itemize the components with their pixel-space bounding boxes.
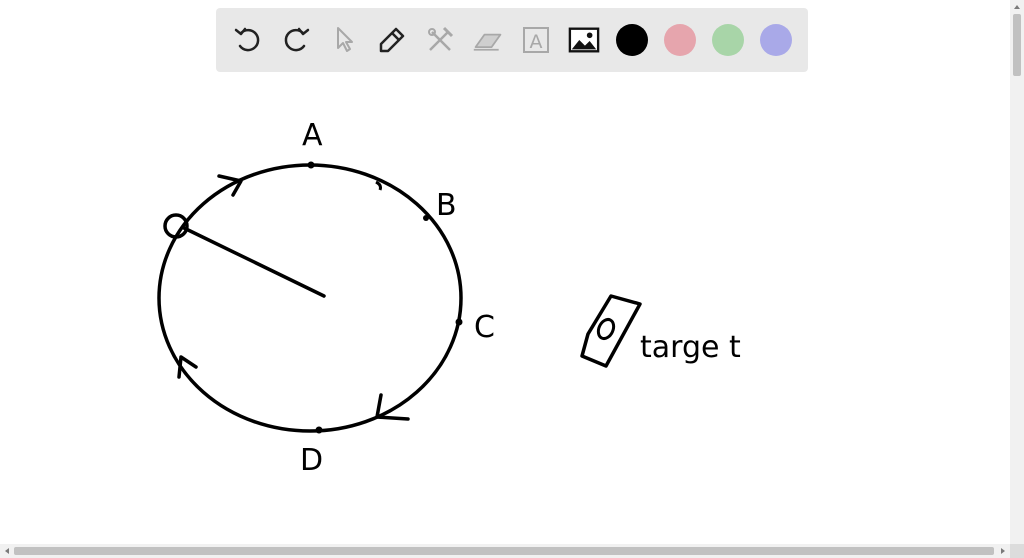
drawing-toolbar: A — [216, 8, 808, 72]
pen-tool-button[interactable] — [376, 24, 408, 56]
circle-path — [157, 163, 463, 433]
tools-icon — [428, 26, 454, 51]
image-icon — [568, 27, 600, 53]
select-tool-button[interactable] — [328, 24, 360, 56]
undo-button[interactable] — [232, 24, 264, 56]
ball-marker — [163, 213, 189, 239]
point-c-dot — [455, 318, 463, 326]
redo-button[interactable] — [280, 24, 312, 56]
redo-icon — [284, 27, 310, 52]
scroll-right-arrow-icon[interactable] — [996, 544, 1010, 558]
label-c: C — [474, 310, 495, 345]
point-b-dot — [423, 215, 429, 221]
horizontal-scrollbar[interactable] — [0, 544, 1010, 558]
undo-icon — [234, 27, 260, 52]
text-tool-glyph: A — [530, 31, 543, 53]
radius-line — [182, 226, 326, 298]
color-swatch-black[interactable] — [616, 24, 648, 56]
drawing-canvas[interactable]: A B C D targe t — [0, 0, 1010, 544]
target-box — [580, 294, 642, 368]
circle-hook-mark — [375, 180, 382, 191]
direction-arrow-bottom — [375, 393, 410, 421]
scrollbar-corner — [1010, 544, 1024, 558]
pen-icon — [379, 27, 405, 53]
direction-arrow-top — [217, 174, 243, 197]
scroll-up-arrow-icon[interactable] — [1010, 0, 1024, 14]
label-d: D — [300, 443, 323, 478]
direction-arrow-left — [177, 355, 198, 379]
sketch-layer: A B C D targe t — [157, 118, 741, 478]
label-target: targe t — [640, 330, 741, 365]
color-swatch-pink[interactable] — [664, 24, 696, 56]
vertical-scrollbar[interactable] — [1010, 0, 1024, 544]
point-a-dot — [307, 161, 315, 169]
horizontal-scrollbar-thumb[interactable] — [14, 547, 994, 555]
label-b: B — [436, 188, 457, 223]
eraser-icon — [473, 33, 502, 51]
text-icon: A — [523, 27, 549, 53]
color-swatch-green[interactable] — [712, 24, 744, 56]
text-tool-button[interactable]: A — [520, 24, 552, 56]
eraser-tool-button[interactable] — [472, 24, 504, 56]
scroll-left-arrow-icon[interactable] — [0, 544, 14, 558]
select-pointer-icon — [337, 27, 353, 52]
label-a: A — [302, 118, 323, 153]
vertical-scrollbar-thumb[interactable] — [1013, 14, 1021, 76]
image-tool-button[interactable] — [568, 24, 600, 56]
point-d-dot — [315, 426, 323, 434]
shape-tools-button[interactable] — [424, 24, 456, 56]
target-inner-circle — [596, 317, 616, 341]
color-swatch-purple[interactable] — [760, 24, 792, 56]
